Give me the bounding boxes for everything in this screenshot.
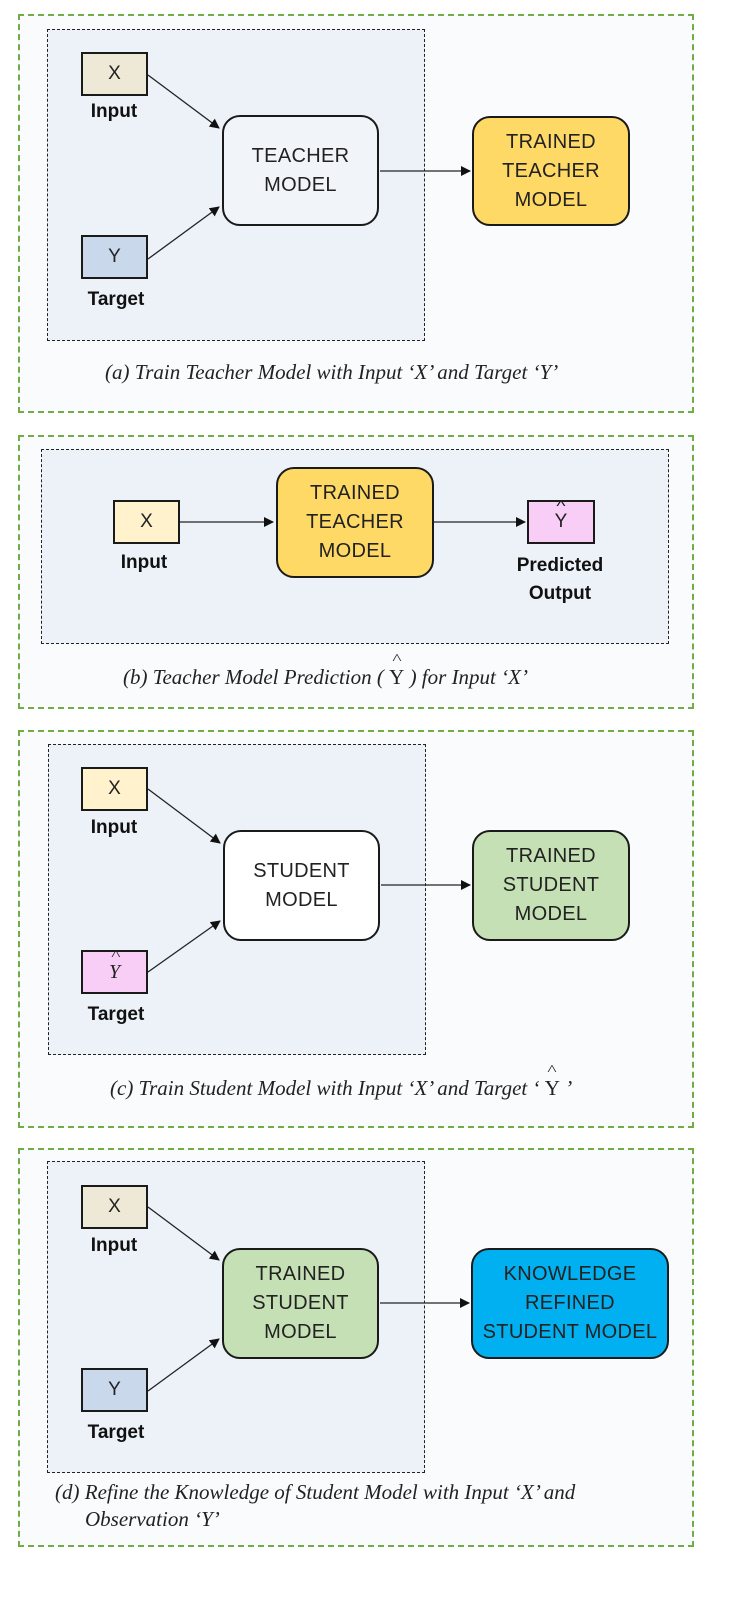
arrow-c-x-to-student xyxy=(147,788,221,844)
panel-c-input-label: Input xyxy=(90,817,138,838)
panel-b-yhat-box: Y xyxy=(527,500,595,544)
panel-a-target-y-box: Y xyxy=(81,235,148,279)
panel-a-input-label: Input xyxy=(90,101,138,122)
panel-b-caption-start: (b) Teacher Model Prediction ( xyxy=(123,665,384,689)
panel-a-target-label: Target xyxy=(87,289,145,310)
panel-b-caption: (b) Teacher Model Prediction ( Y ) for I… xyxy=(123,665,528,690)
arrow-a-x-to-teacher xyxy=(147,74,220,129)
panel-c-caption-start: (c) Train Student Model with Input ‘X’ a… xyxy=(110,1076,540,1100)
panel-d-input-x-box: X xyxy=(81,1185,148,1229)
panel-d-target-y-box: Y xyxy=(81,1368,148,1412)
panel-a-teacher-model: TEACHER MODEL xyxy=(222,115,379,226)
panel-d-trained-student-model: TRAINED STUDENT MODEL xyxy=(222,1248,379,1359)
panel-c-caption-end: ’ xyxy=(565,1076,573,1100)
panel-c-yhat-box: Y xyxy=(81,950,148,994)
panel-b-input-label: Input xyxy=(120,552,168,573)
panel-b-caption-yhat: Y xyxy=(389,665,404,690)
panel-d-caption-line2: Observation ‘Y’ xyxy=(85,1507,220,1531)
panel-c-caption: (c) Train Student Model with Input ‘X’ a… xyxy=(110,1076,572,1101)
panel-a-trained-teacher-model: TRAINED TEACHER MODEL xyxy=(472,116,630,226)
panel-a-caption: (a) Train Teacher Model with Input ‘X’ a… xyxy=(105,360,559,384)
panel-d-knowledge-refined-model: KNOWLEDGE REFINED STUDENT MODEL xyxy=(471,1248,669,1359)
panel-d-input-label: Input xyxy=(90,1235,138,1256)
panel-a-input-x-box: X xyxy=(81,52,148,96)
panel-b-input-x-box: X xyxy=(113,500,180,544)
arrow-a-y-to-teacher xyxy=(147,206,220,260)
panel-c-trained-student-model: TRAINED STUDENT MODEL xyxy=(472,830,630,941)
panel-c-yhat-symbol: Y xyxy=(109,961,120,984)
arrow-d-x-to-student xyxy=(147,1206,220,1261)
arrow-d-y-to-student xyxy=(147,1338,220,1392)
panel-b-yhat-symbol: Y xyxy=(555,511,568,533)
panel-c-caption-yhat: Y xyxy=(545,1076,560,1101)
panel-c-student-model: STUDENT MODEL xyxy=(223,830,380,941)
panel-d-caption-line1: (d) Refine the Knowledge of Student Mode… xyxy=(55,1480,576,1504)
panel-c-input-x-box: X xyxy=(81,767,148,811)
arrow-c-yhat-to-student xyxy=(147,920,221,973)
panel-b-caption-end: ) for Input ‘X’ xyxy=(409,665,528,689)
panel-b-trained-teacher-model: TRAINED TEACHER MODEL xyxy=(276,467,434,578)
panel-c-target-label: Target xyxy=(87,1004,145,1025)
panel-b-predicted-output-label: Predicted Output xyxy=(516,555,604,604)
panel-d-target-label: Target xyxy=(87,1422,145,1443)
